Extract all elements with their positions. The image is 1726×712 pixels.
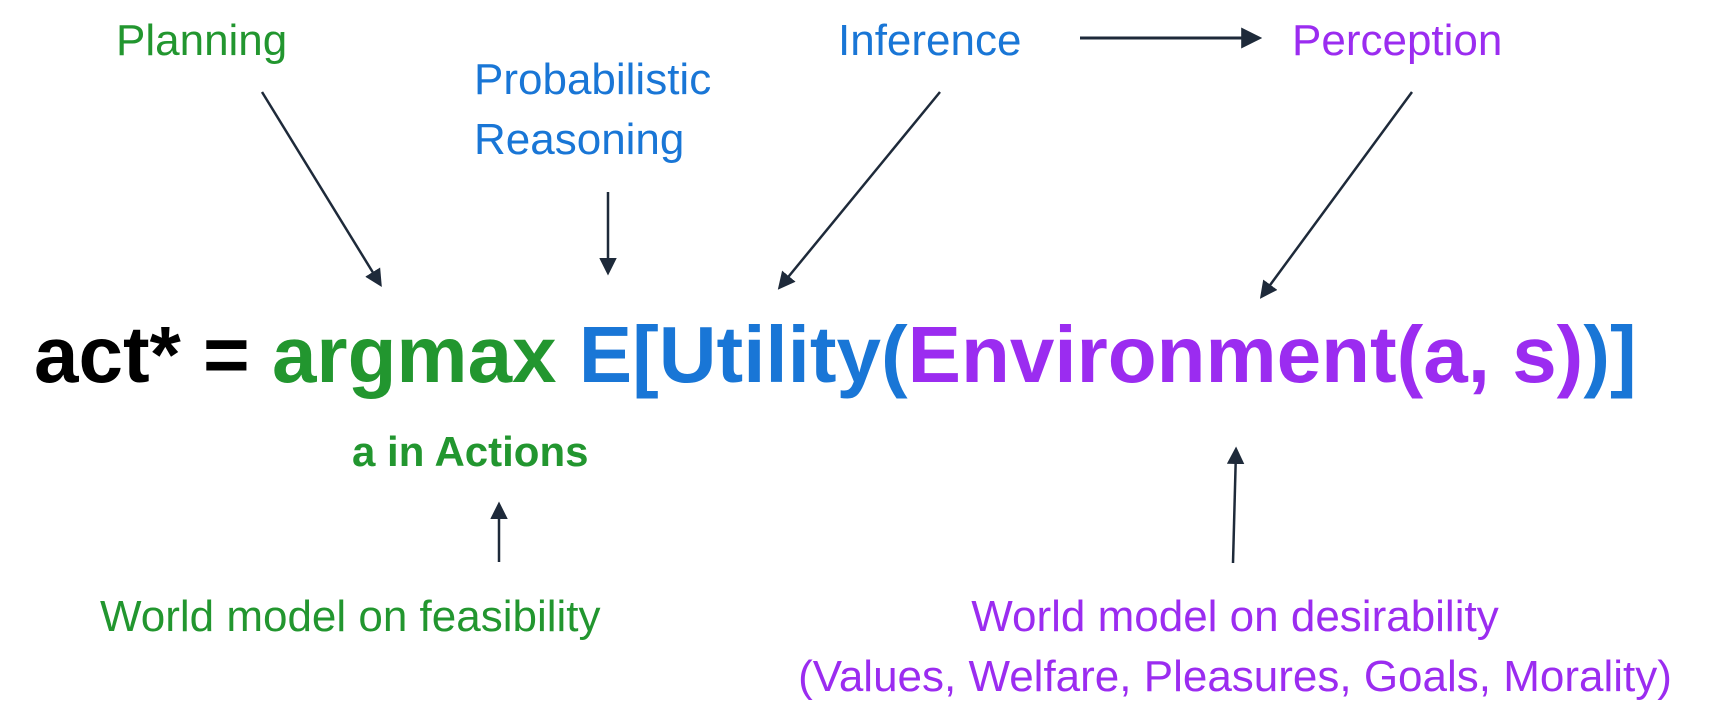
label-probabilistic-reasoning: Probabilistic Reasoning: [474, 50, 711, 170]
label-probabilistic-line1: Probabilistic: [474, 55, 712, 104]
label-perception: Perception: [1292, 16, 1503, 65]
label-world-model-feasibility: World model on feasibility: [100, 592, 601, 641]
equation-expectation-open: E[: [578, 310, 659, 399]
equation-lhs: act* =: [34, 310, 272, 399]
arrow-perception-to-environment: [1259, 91, 1414, 299]
label-planning: Planning: [116, 16, 288, 65]
equation-argmax: argmax: [271, 310, 579, 399]
equation-subscript-actions: a in Actions: [352, 428, 589, 475]
label-desirability-values: (Values, Welfare, Pleasures, Goals, Mora…: [798, 652, 1672, 701]
label-probabilistic-line2: Reasoning: [474, 115, 685, 164]
arrow-inference-to-utility: [777, 91, 941, 290]
arrow-planning-to-argmax: [260, 91, 382, 287]
equation-paren-open: (: [881, 310, 908, 399]
equation-paren-close: ): [1583, 310, 1610, 399]
equation-utility: Utility: [658, 310, 882, 399]
equation-environment: Environment(a, s): [907, 310, 1584, 399]
equation-expectation-close: ]: [1609, 310, 1637, 399]
arrow-desirability-to-environment: [1226, 446, 1245, 564]
label-inference: Inference: [838, 16, 1022, 65]
equation: act* = argmax E[Utility(Environment(a, s…: [34, 310, 1637, 400]
label-world-model-desirability: World model on desirability: [971, 592, 1499, 641]
